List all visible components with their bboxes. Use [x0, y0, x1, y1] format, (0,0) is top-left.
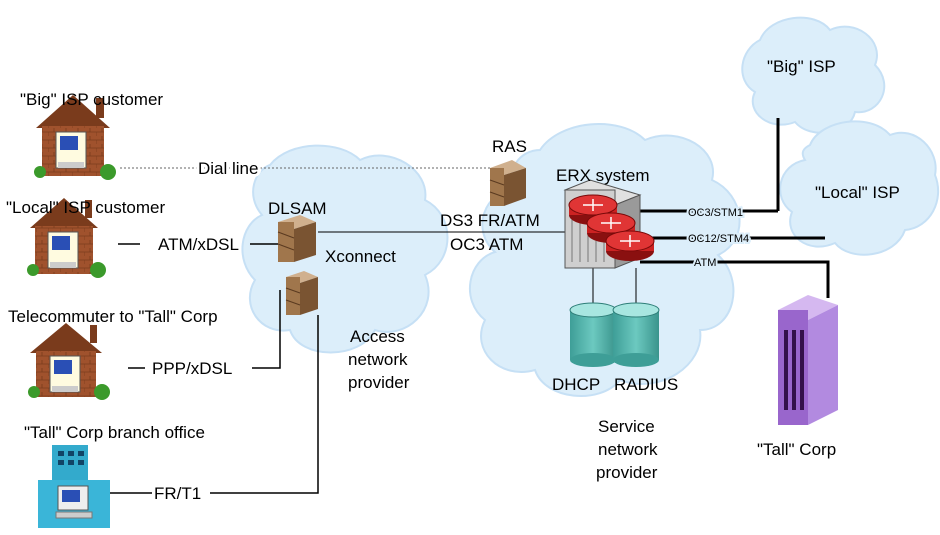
- service-provider-label-2: network: [598, 440, 658, 459]
- atm-label: ATM: [694, 257, 716, 269]
- dlsam-node-icon: [277, 215, 316, 262]
- dial-line-label: Dial line: [198, 159, 258, 178]
- local-isp-label: "Local" ISP: [815, 183, 900, 202]
- xconnect-label: Xconnect: [325, 247, 396, 266]
- local-isp-cloud: [779, 120, 940, 256]
- access-provider-label-1: Access: [350, 327, 405, 346]
- fr-t1-link-right: [210, 315, 319, 494]
- dlsam-label: DLSAM: [268, 199, 327, 218]
- access-provider-label-2: network: [348, 350, 408, 369]
- ras-node-icon: [489, 160, 526, 206]
- big-isp-customer-label: "Big" ISP customer: [20, 90, 163, 109]
- service-provider-label-3: provider: [596, 463, 658, 482]
- tall-corp-server-icon: [778, 295, 838, 425]
- atm-tall-corp-link: [640, 260, 830, 298]
- ppp-xdsl-link-right: [252, 290, 281, 369]
- house-icon: [28, 323, 110, 400]
- dhcp-database-icon: [569, 302, 617, 367]
- branch-office-label: "Tall" Corp branch office: [24, 423, 205, 442]
- access-provider-label-3: provider: [348, 373, 410, 392]
- big-isp-cloud: [741, 16, 886, 134]
- dhcp-label: DHCP: [552, 375, 600, 394]
- house-icon: [34, 95, 116, 180]
- radius-database-icon: [612, 302, 660, 367]
- radius-label: RADIUS: [614, 375, 678, 394]
- oc3-atm-label: OC3 ATM: [450, 235, 523, 254]
- tall-corp-label: "Tall" Corp: [757, 440, 836, 459]
- ds3-label: DS3 FR/ATM: [440, 211, 540, 230]
- oc12-stm4-label: OC12/STM4: [688, 233, 749, 245]
- erx-system-label: ERX system: [556, 166, 650, 185]
- office-building-icon: [38, 445, 110, 528]
- xconnect-node-icon: [285, 271, 318, 315]
- house-icon: [27, 198, 106, 278]
- fr-t1-label: FR/T1: [154, 484, 201, 503]
- big-isp-label: "Big" ISP: [767, 57, 836, 76]
- local-isp-customer-label: "Local" ISP customer: [6, 198, 165, 217]
- atm-xdsl-label: ATM/xDSL: [158, 235, 239, 254]
- ppp-xdsl-label: PPP/xDSL: [152, 359, 232, 378]
- oc3-stm1-label: OC3/STM1: [688, 207, 743, 219]
- service-provider-label-1: Service: [598, 417, 655, 436]
- ras-label: RAS: [492, 137, 527, 156]
- router-icon: [605, 230, 655, 261]
- telecommuter-label: Telecommuter to "Tall" Corp: [8, 307, 218, 326]
